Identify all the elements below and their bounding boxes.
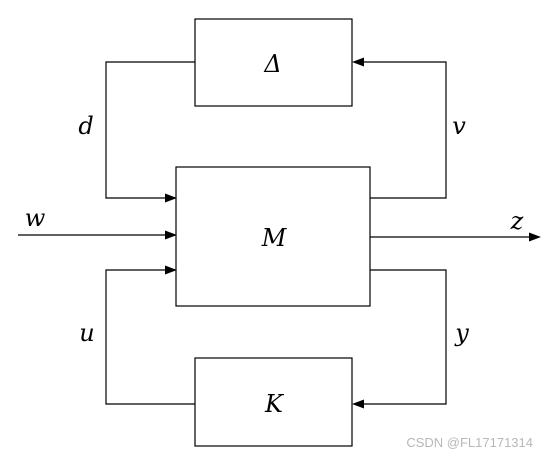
delta-block-label: Δ: [263, 50, 281, 78]
v-signal-label: v: [452, 112, 466, 140]
d-signal-line: [105, 61, 195, 199]
k-block: [194, 357, 353, 447]
u-arrowhead: [165, 265, 177, 275]
w-arrowhead: [165, 230, 177, 240]
u-signal-label: u: [79, 319, 94, 347]
k-block-label: K: [264, 390, 285, 418]
z-signal-label: z: [510, 207, 524, 235]
w-signal-label: w: [25, 204, 46, 232]
z-arrowhead: [529, 232, 541, 242]
y-signal-line: [361, 269, 447, 405]
y-signal-label: y: [454, 319, 469, 347]
u-signal-line: [105, 269, 195, 405]
delta-block: [194, 18, 353, 107]
m-block: [175, 166, 371, 307]
v-signal-line: [361, 61, 447, 199]
d-signal-label: d: [78, 112, 93, 140]
d-arrowhead: [165, 193, 177, 203]
y-arrowhead: [352, 399, 364, 409]
m-block-label: M: [261, 224, 288, 252]
v-arrowhead: [352, 57, 364, 67]
watermark: CSDN @FL17171314: [406, 435, 533, 450]
